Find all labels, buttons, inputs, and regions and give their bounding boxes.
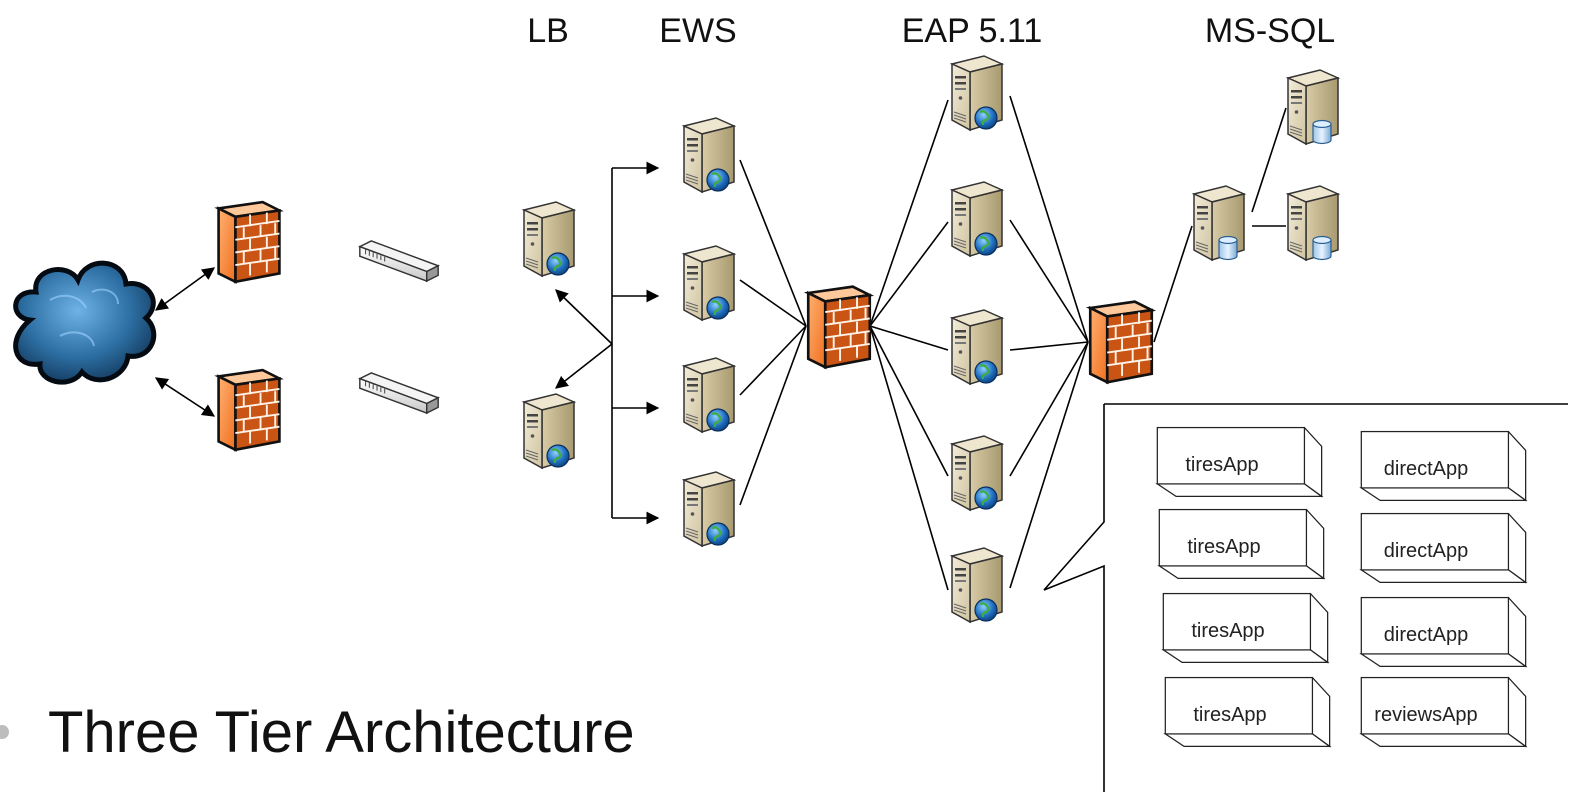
tier-label-eap: EAP 5.11: [902, 12, 1043, 50]
app-box: directApp: [1360, 430, 1527, 502]
slide-title: Three Tier Architecture: [48, 700, 635, 765]
eap-server-3-icon: [952, 310, 1002, 384]
app-box-label: directApp: [1384, 458, 1469, 480]
eap-server-5-icon: [952, 548, 1002, 622]
app-box-grid: tiresApp directApp tiresApp directApp ti…: [1156, 426, 1527, 748]
callout-border: [1043, 403, 1568, 792]
lb-server-bottom-icon: [524, 394, 574, 468]
tier-label-ews: EWS: [659, 12, 736, 50]
eap-server-4-icon: [952, 436, 1002, 510]
app-box-label: directApp: [1384, 540, 1469, 562]
ews-server-1-icon: [684, 118, 734, 192]
tier-label-mssql: MS-SQL: [1205, 12, 1335, 50]
ews-server-2-icon: [684, 246, 734, 320]
edge-firewall-bottom-icon: [217, 368, 281, 452]
bullet-icon: [0, 725, 9, 739]
edge-firewall-top-icon: [217, 200, 281, 284]
ews-server-3-icon: [684, 358, 734, 432]
app-box: tiresApp: [1162, 592, 1329, 664]
app-box-label: tiresApp: [1187, 536, 1260, 558]
app-box-label: reviewsApp: [1374, 704, 1477, 726]
tier-label-lb: LB: [527, 12, 569, 50]
app-box-label: tiresApp: [1185, 454, 1258, 476]
app-box-label: tiresApp: [1191, 620, 1264, 642]
db-server-replica-top-icon: [1288, 70, 1338, 144]
middle-firewall-icon: [806, 285, 872, 369]
db-server-primary-icon: [1194, 186, 1244, 260]
db-server-replica-bottom-icon: [1288, 186, 1338, 260]
db-firewall-icon: [1088, 300, 1154, 384]
eap-server-2-icon: [952, 182, 1002, 256]
app-box: tiresApp: [1164, 676, 1331, 748]
app-box-label: tiresApp: [1193, 704, 1266, 726]
app-box: reviewsApp: [1360, 676, 1527, 748]
app-box: tiresApp: [1156, 426, 1323, 498]
app-box: tiresApp: [1158, 508, 1325, 580]
lb-server-top-icon: [524, 202, 574, 276]
switch-bottom-icon: [358, 372, 440, 414]
app-box-label: directApp: [1384, 624, 1469, 646]
switch-top-icon: [358, 240, 440, 282]
internet-cloud-icon: [13, 260, 157, 385]
app-box: directApp: [1360, 596, 1527, 668]
eap-server-1-icon: [952, 56, 1002, 130]
connection-lines: [154, 95, 1287, 591]
app-box: directApp: [1360, 512, 1527, 584]
ews-server-4-icon: [684, 472, 734, 546]
